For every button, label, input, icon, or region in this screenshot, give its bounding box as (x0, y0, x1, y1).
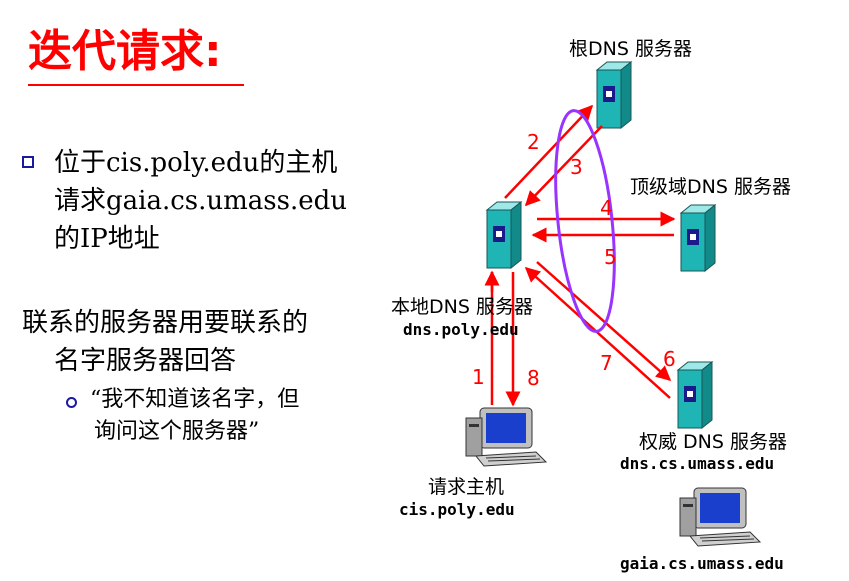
tld-server-icon (680, 204, 716, 272)
step-2-label: 2 (527, 130, 540, 154)
target-host-name: gaia.cs.umass.edu (620, 554, 784, 573)
auth-server-host: dns.cs.umass.edu (620, 454, 775, 473)
square-bullet-icon (22, 156, 34, 168)
bullet2-line1: 联系的服务器用要联系的 (22, 308, 309, 338)
sub-line1: “我不知道该名字，但 (90, 387, 300, 412)
requesting-host-icon (465, 407, 547, 467)
bullet2-text: 联系的服务器用要联系的 名字服务器回答 (22, 304, 308, 380)
bullet1-line3: 的IP地址 (54, 224, 160, 254)
bullet2-line2: 名字服务器回答 (54, 346, 237, 376)
arrow-2 (504, 104, 594, 199)
step-1-label: 1 (472, 365, 485, 389)
bullet1-line1: 位于cis.poly.edu的主机 (54, 148, 338, 178)
local-server-label: 本地DNS 服务器 (391, 296, 533, 318)
target-host-icon (679, 487, 761, 547)
step-4-label: 4 (600, 196, 613, 220)
step-7-label: 7 (600, 351, 613, 375)
sub-line2: 询问这个服务器” (94, 419, 260, 444)
page-title: 迭代请求: (28, 26, 222, 77)
step-5-label: 5 (604, 245, 617, 269)
step-8-label: 8 (527, 366, 540, 390)
local-server-host: dns.poly.edu (403, 320, 519, 339)
iteration-ellipse (554, 109, 616, 333)
root-server-label: 根DNS 服务器 (569, 38, 692, 60)
local-server-icon (486, 201, 522, 269)
title-underline (28, 84, 244, 86)
circle-bullet-icon (66, 397, 77, 408)
step-6-label: 6 (663, 347, 676, 371)
requesting-host-name: cis.poly.edu (399, 500, 515, 519)
bullet1-text: 位于cis.poly.edu的主机 请求gaia.cs.umass.edu 的I… (54, 144, 347, 258)
arrow-7 (524, 266, 671, 399)
sub-bullet-text: “我不知道该名字，但 询问这个服务器” (90, 384, 299, 448)
arrow-3 (524, 125, 603, 207)
tld-server-label: 顶级域DNS 服务器 (630, 176, 791, 198)
auth-server-icon (677, 361, 713, 429)
requesting-host-label: 请求主机 (428, 476, 505, 498)
step-3-label: 3 (570, 155, 583, 179)
bullet1-line2: 请求gaia.cs.umass.edu (54, 186, 348, 216)
root-server-icon (596, 61, 632, 129)
arrow-6 (536, 261, 672, 381)
auth-server-label: 权威 DNS 服务器 (639, 431, 787, 453)
